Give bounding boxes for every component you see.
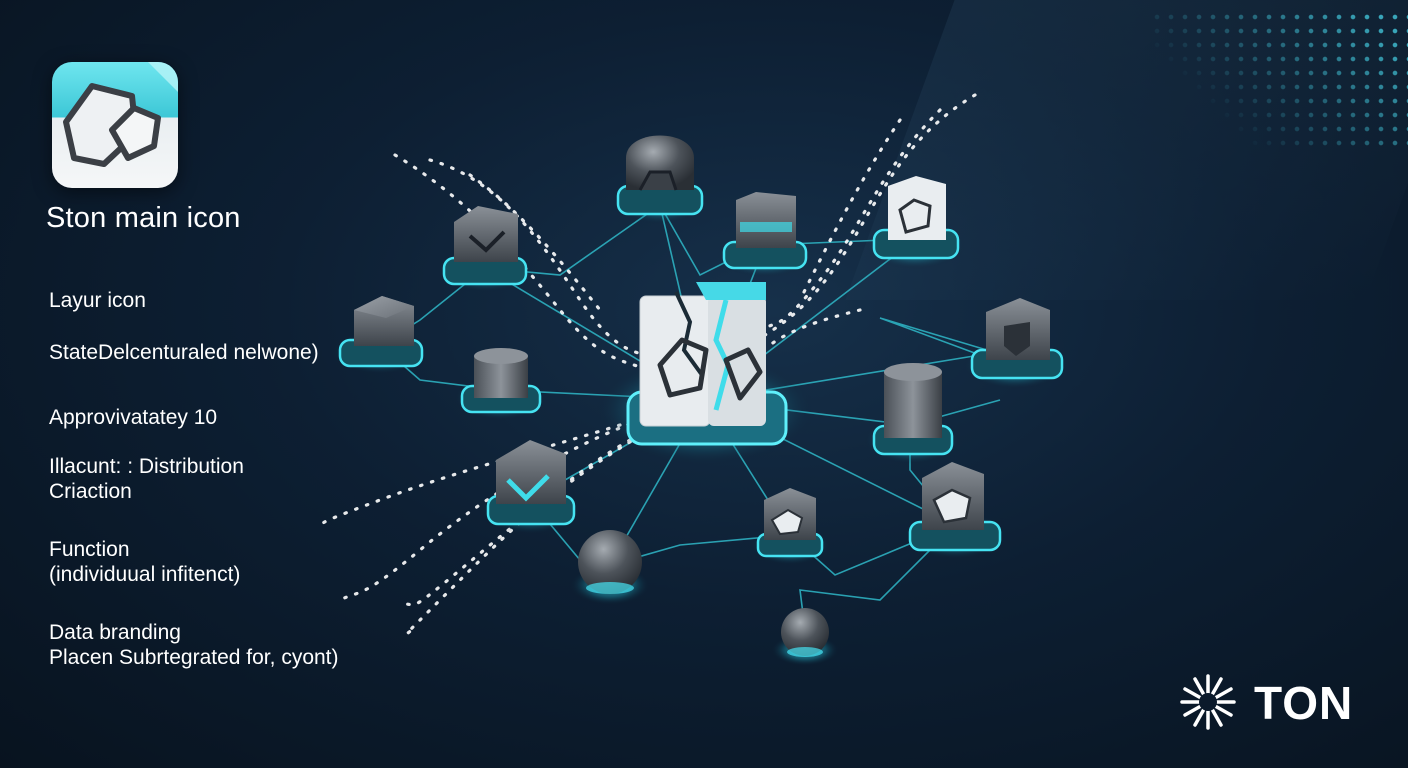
account-label: Illacunt: : Distribution Criaction bbox=[49, 454, 244, 504]
function-line-1: Function bbox=[49, 538, 130, 561]
left-cube-node bbox=[332, 296, 428, 374]
center-broken-cube-node bbox=[595, 282, 815, 465]
data-line-1: Data branding bbox=[49, 621, 181, 644]
bottom-emblem-node bbox=[750, 488, 830, 565]
state-label: StateDelcenturaled nelwone) bbox=[49, 341, 319, 364]
right-cylinder-node bbox=[864, 363, 960, 464]
layer-label: Layur icon bbox=[49, 289, 146, 312]
function-line-2: (individuual infitenct) bbox=[49, 563, 241, 586]
app-title: Ston main icon bbox=[46, 202, 241, 234]
dot-grid-decoration bbox=[1150, 10, 1408, 150]
function-label: Function (individuual infitenct) bbox=[49, 537, 240, 587]
left-cylinder-node bbox=[454, 348, 546, 420]
right-shield-node bbox=[963, 298, 1067, 389]
broken-pentagon-icon bbox=[63, 62, 178, 167]
top-right-emblem-node bbox=[865, 176, 965, 269]
data-line-2: Placen Subrtegrated for, cyont) bbox=[49, 646, 339, 669]
top-chevron-cube-node bbox=[437, 206, 533, 292]
particle-streams bbox=[318, 93, 977, 636]
data-branding-label: Data branding Placen Subrtegrated for, c… bbox=[49, 620, 339, 670]
approx-label: Approvivatatey 10 bbox=[49, 406, 218, 429]
top-dome-node bbox=[614, 135, 706, 224]
bottom-left-check-cube-node bbox=[480, 440, 580, 534]
ton-sunburst-icon bbox=[1180, 674, 1236, 730]
ton-brand-label: TON bbox=[1254, 677, 1354, 729]
bottom-sphere-node bbox=[570, 530, 650, 605]
top-cube-node bbox=[717, 192, 813, 277]
right-emblem-node bbox=[905, 462, 1005, 559]
account-line-2: Criaction bbox=[49, 480, 132, 503]
bottom-small-sphere-node bbox=[771, 608, 839, 666]
account-line-1: Illacunt: : Distribution bbox=[49, 455, 244, 478]
app-icon bbox=[52, 62, 178, 188]
